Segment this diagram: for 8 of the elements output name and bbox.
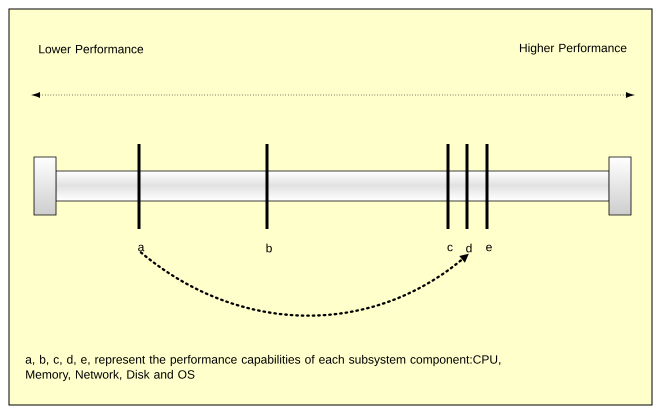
letter-label: a [138,244,144,252]
letter-label: e [486,244,492,252]
letter-label: c [448,244,453,252]
letter-label: d [466,244,472,252]
note-text: a, b, c, d, e, represent the performance capabilities of each subsystem component:CPU, Memory, Network, Disk and OS [26,354,500,382]
heading-text: Higher Performance [520,43,626,55]
letter-label: b [266,244,272,252]
heading-text: Lower Performance [39,44,144,54]
